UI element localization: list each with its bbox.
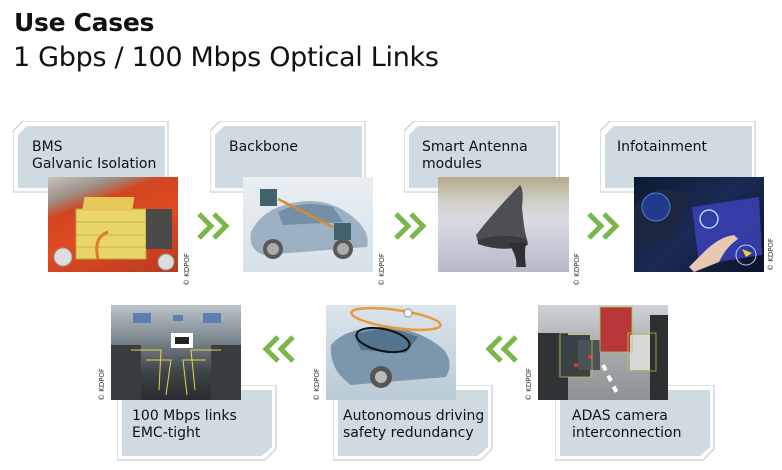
copyright-text: © KDPOF: [98, 368, 106, 401]
page-subtitle: 1 Gbps / 100 Mbps Optical Links: [13, 42, 439, 73]
bus-interior-photo: [111, 305, 241, 400]
label-line2: modules: [422, 156, 482, 172]
label-frame: [117, 385, 277, 461]
double-chevron-left-icon: [481, 334, 519, 368]
copyright-text: © KDPOF: [378, 253, 386, 286]
label-line1: Smart Antenna: [422, 139, 528, 155]
double-chevron-right-icon: [393, 211, 431, 245]
label-frame: [210, 121, 366, 193]
use-case-autonomous-driving: Autonomous driving safety redundancy © K…: [312, 304, 497, 464]
use-case-bms: BMS Galvanic Isolation © KDPOF: [13, 121, 191, 286]
backbone-car-photo: [243, 177, 373, 272]
label-line1: Autonomous driving: [343, 408, 485, 424]
page-title: Use Cases: [14, 8, 155, 37]
label-frame: [333, 385, 493, 461]
copyright-text: © KDPOF: [183, 253, 191, 286]
label-frame: [600, 121, 756, 193]
double-chevron-right-icon: [196, 211, 234, 245]
label-line2: Galvanic Isolation: [32, 156, 157, 172]
use-case-smart-antenna: Smart Antenna modules © KDPOF: [404, 121, 581, 286]
label-line2: interconnection: [572, 425, 682, 441]
copyright-text: © KDPOF: [767, 238, 775, 271]
label-line2: EMC-tight: [132, 425, 201, 441]
label-line1: BMS: [32, 139, 63, 155]
use-case-adas-camera: ADAS camera interconnection © KDPOF: [525, 304, 725, 464]
label-line2: safety redundancy: [343, 425, 474, 441]
label-line1: 100 Mbps links: [132, 408, 237, 424]
label-frame: [13, 121, 169, 193]
label-frame: [404, 121, 560, 193]
label-line1: Backbone: [229, 139, 298, 155]
double-chevron-right-icon: [586, 211, 624, 245]
adas-traffic-photo: [538, 305, 668, 400]
use-case-infotainment: Infotainment © KDPOF: [600, 121, 780, 273]
use-case-100mbps-links: 100 Mbps links EMC-tight © KDPOF: [96, 304, 281, 464]
shark-fin-antenna-photo: [438, 177, 569, 272]
label-line1: Infotainment: [617, 139, 707, 155]
double-chevron-left-icon: [258, 334, 296, 368]
autonomous-car-photo: [326, 305, 456, 400]
copyright-text: © KDPOF: [573, 253, 581, 286]
infotainment-dashboard-photo: [634, 177, 764, 272]
battery-pack-photo: [48, 177, 178, 272]
label-frame: [555, 385, 715, 461]
copyright-text: © KDPOF: [313, 368, 321, 401]
use-case-backbone: Backbone © KDPOF: [210, 121, 386, 286]
copyright-text: © KDPOF: [525, 368, 533, 401]
label-line1: ADAS camera: [572, 408, 668, 424]
